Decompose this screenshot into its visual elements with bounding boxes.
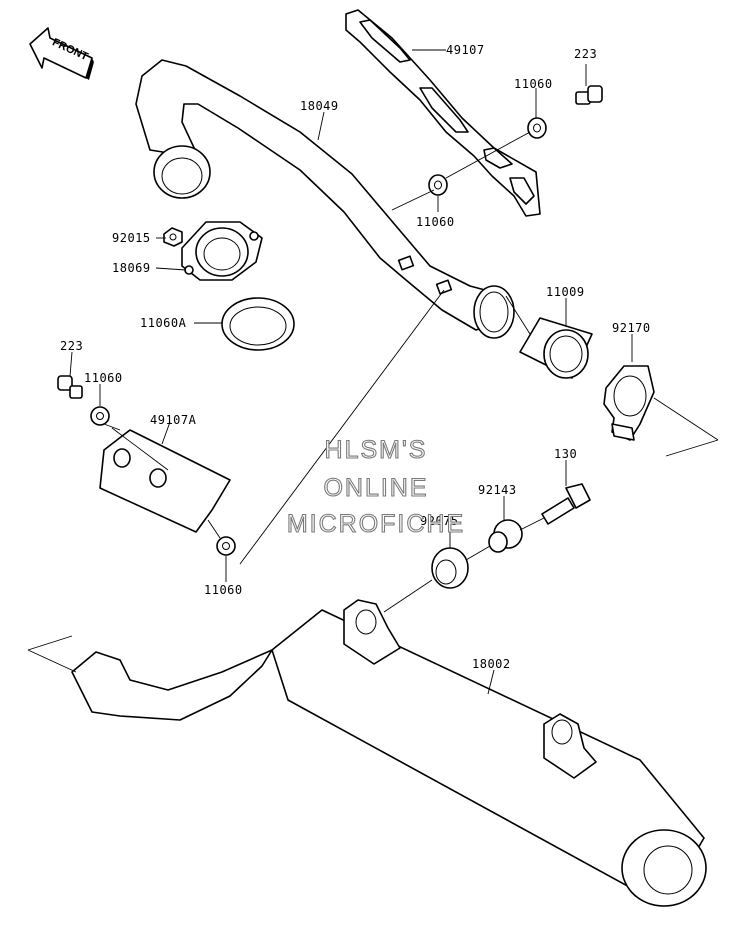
label-11060A: 11060A bbox=[140, 316, 187, 330]
label-18069: 18069 bbox=[112, 261, 151, 275]
label-92170: 92170 bbox=[612, 321, 651, 335]
exhaust-flange bbox=[181, 221, 263, 281]
bolt-223-upper bbox=[575, 85, 603, 105]
label-18002: 18002 bbox=[472, 657, 511, 671]
grommet-92075 bbox=[431, 547, 469, 589]
watermark-line-2: ONLINE bbox=[323, 474, 428, 502]
leader-lines bbox=[27, 49, 719, 695]
label-223-upper: 223 bbox=[574, 47, 597, 61]
bolt-130 bbox=[541, 483, 591, 525]
bolt-223-lower bbox=[57, 375, 83, 399]
washer-left bbox=[90, 406, 110, 426]
label-49107A: 49107A bbox=[150, 413, 197, 427]
label-11060-d: 11060 bbox=[204, 583, 243, 597]
nut-92015 bbox=[163, 227, 183, 247]
label-92015: 92015 bbox=[112, 231, 151, 245]
part-labels: 49107 223 18049 11060 11060 92015 18069 … bbox=[60, 43, 651, 671]
exhaust-pipe bbox=[135, 59, 515, 339]
sleeve-11009 bbox=[519, 317, 593, 379]
watermark-line-3: MICROFICHE bbox=[287, 510, 465, 538]
gasket-ring bbox=[221, 297, 295, 351]
collar-92143 bbox=[488, 519, 523, 553]
label-18049: 18049 bbox=[300, 99, 339, 113]
watermark-line-1: HLSM'S bbox=[325, 436, 428, 464]
label-11009: 11009 bbox=[546, 285, 585, 299]
heat-guard-lower bbox=[99, 429, 231, 533]
washer-mid bbox=[428, 174, 448, 196]
label-49107: 49107 bbox=[446, 43, 485, 57]
muffler-18002 bbox=[71, 599, 707, 907]
label-11060-c: 11060 bbox=[84, 371, 123, 385]
label-130: 130 bbox=[554, 447, 577, 461]
watermark: HLSM'S ONLINE MICROFICHE bbox=[286, 435, 465, 538]
label-92075: 92075 bbox=[420, 514, 459, 528]
washer-upper-right bbox=[527, 117, 547, 139]
label-11060-b: 11060 bbox=[416, 215, 455, 229]
label-92143: 92143 bbox=[478, 483, 517, 497]
washer-bottom bbox=[216, 536, 236, 556]
label-11060-a: 11060 bbox=[514, 77, 553, 91]
label-223-lower: 223 bbox=[60, 339, 83, 353]
clamp-92170 bbox=[603, 365, 655, 441]
front-arrow-icon: FRONT bbox=[29, 27, 94, 80]
